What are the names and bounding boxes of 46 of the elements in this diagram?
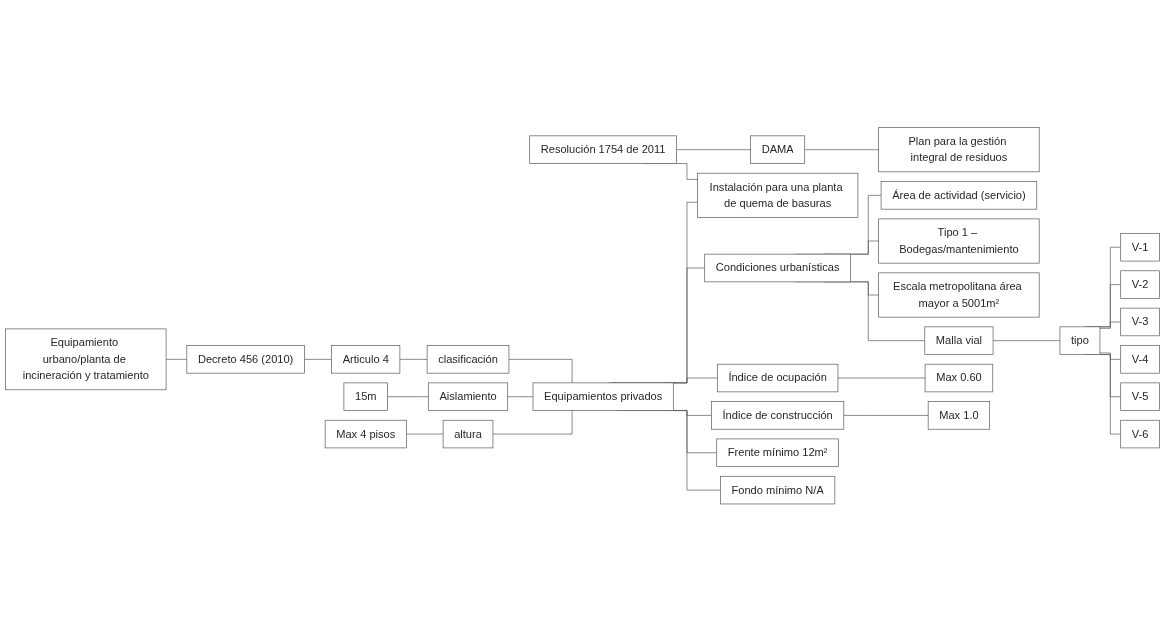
node-box: 15m — [343, 382, 388, 411]
node-box: Plan para la gestión integral de residuos — [878, 126, 1040, 172]
node-box: Max 4 pisos — [324, 419, 407, 448]
node-box: Aislamiento — [428, 382, 509, 411]
connector — [676, 149, 751, 150]
node-box: Malla vial — [924, 326, 994, 355]
node-box: altura — [442, 419, 494, 448]
node-box: V-4 — [1120, 344, 1160, 374]
connector — [165, 358, 188, 360]
node-box: Articulo 4 — [331, 344, 401, 374]
node-box: tipo — [1059, 326, 1101, 355]
connector — [843, 414, 929, 416]
connector — [304, 358, 332, 360]
node-box: clasificación — [426, 344, 510, 374]
connector — [399, 358, 428, 360]
connector — [1099, 321, 1122, 329]
node-box: Fondo mínimo N/A — [720, 475, 836, 505]
node-box: Resolución 1754 de 2011 — [529, 135, 677, 164]
node-box: V-5 — [1120, 382, 1160, 411]
node-box: Frente mínimo 12m² — [716, 438, 839, 467]
node-box: Max 1.0 — [927, 400, 991, 430]
node-box: Instalación para una planta de quema de basuras — [697, 172, 859, 218]
node-box: V-3 — [1120, 307, 1160, 336]
node-box: Condiciones urbanísticas — [704, 253, 851, 282]
connector — [508, 358, 573, 383]
connector — [804, 149, 879, 150]
node-box: DAMA — [750, 135, 806, 164]
node-box: Índice de construcción — [711, 400, 845, 430]
node-box: Escala metropolitana área mayor a 5001m² — [878, 272, 1040, 318]
node-box: Equipamientos privados — [532, 382, 674, 411]
node-box: V-1 — [1120, 232, 1160, 262]
node-box: Índice de ocupación — [716, 363, 839, 392]
connector — [992, 340, 1061, 341]
connector — [387, 396, 429, 397]
node-box: Max 0.60 — [924, 363, 994, 392]
node-box: Área de actividad (servicio) — [880, 180, 1038, 210]
connector — [837, 377, 926, 379]
connector — [492, 409, 573, 435]
connector — [507, 396, 534, 397]
node-box: V-6 — [1120, 419, 1160, 448]
connector — [1099, 352, 1122, 360]
node-box: Decreto 456 (2010) — [186, 344, 305, 374]
connector — [406, 433, 444, 435]
node-box: Tipo 1 – Bodegas/mantenimiento — [878, 218, 1040, 264]
node-box: Equipamiento urbano/planta de incineración y tratamiento — [5, 328, 167, 390]
node-box: V-2 — [1120, 270, 1160, 299]
